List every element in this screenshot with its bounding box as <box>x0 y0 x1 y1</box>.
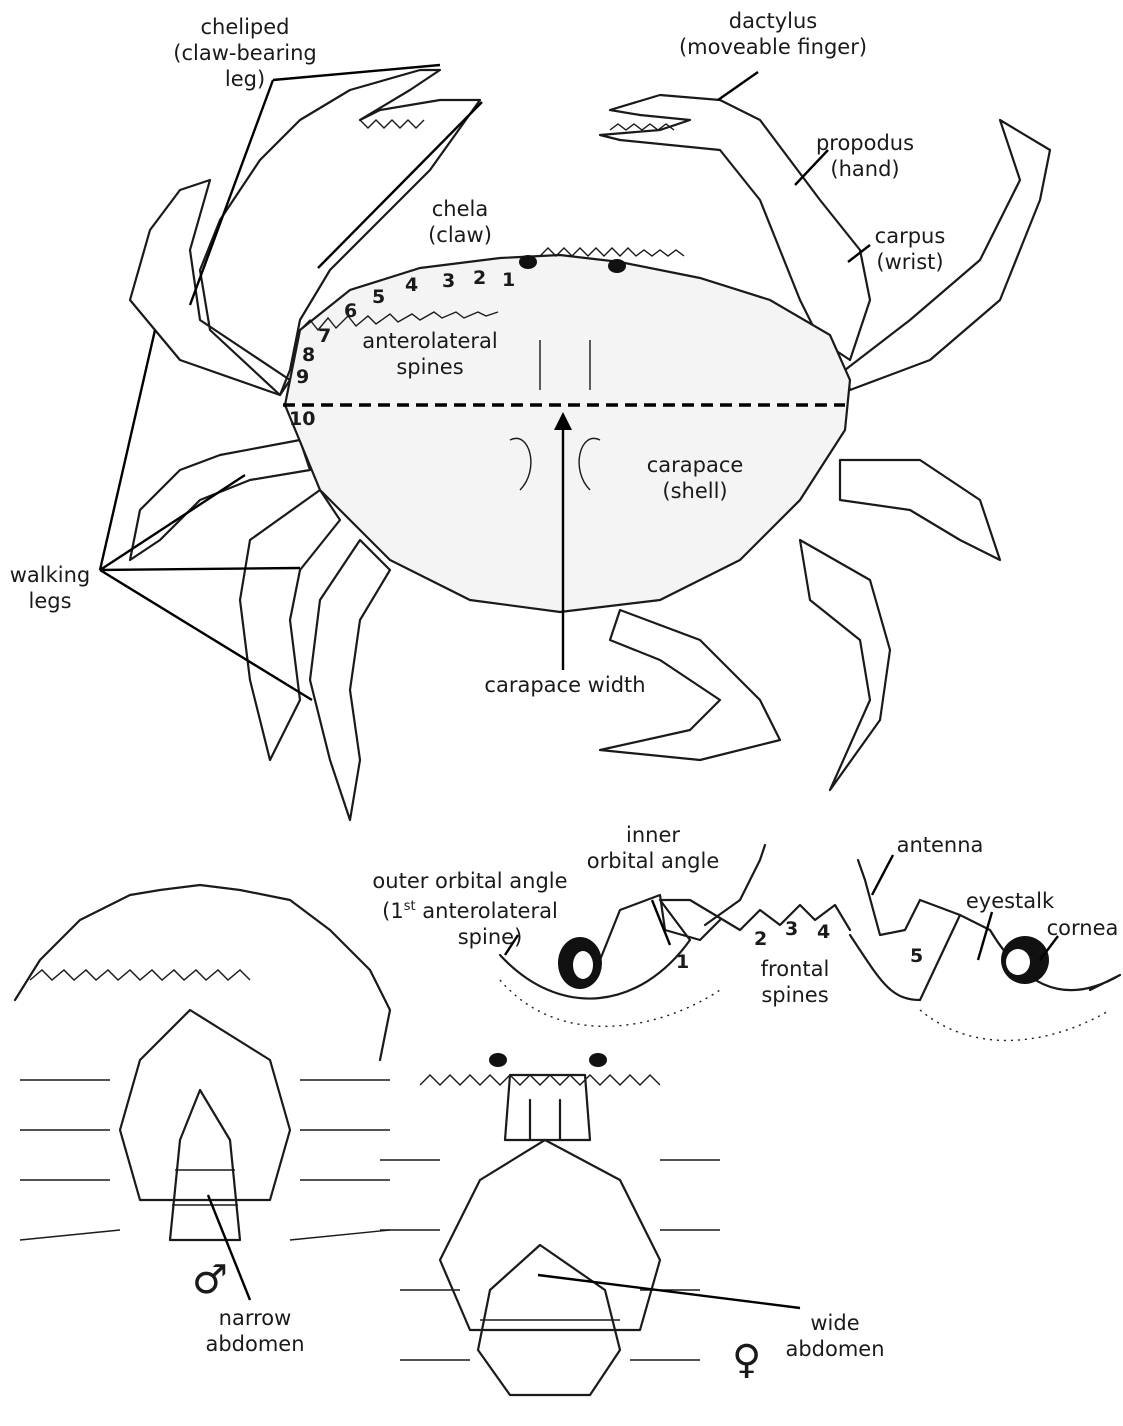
male-carapace-edge <box>15 885 390 1060</box>
inner-orbital-label: inner orbital angle <box>578 822 728 874</box>
anterolateral-number-6: 6 <box>344 301 357 321</box>
male-anterior-teeth <box>30 970 250 980</box>
cheliped-leader <box>190 65 440 305</box>
female-symbol: ♀ <box>732 1340 761 1380</box>
male-legs <box>20 1080 390 1240</box>
right-eye <box>608 259 626 273</box>
cheliped-label: cheliped (claw-bearing leg) <box>160 14 330 92</box>
left-walking-leg-3 <box>310 540 390 820</box>
antenna-label: antenna <box>885 832 995 858</box>
male-narrow-abdomen <box>170 1090 240 1240</box>
carapace-width-label: carapace width <box>470 672 660 698</box>
male-sternum <box>120 1010 290 1200</box>
propodus-label: propodus (hand) <box>800 130 930 182</box>
female-ventral-view <box>380 1053 720 1395</box>
anterolateral-number-7: 7 <box>318 326 331 346</box>
male-ventral-view <box>15 885 390 1240</box>
left-chela-teeth <box>360 120 424 128</box>
dactylus-leader <box>718 72 758 100</box>
left-walking-leg-1 <box>130 440 310 560</box>
female-left-eye <box>489 1053 507 1067</box>
female-right-eye <box>589 1053 607 1067</box>
female-anterior-teeth <box>420 1075 660 1085</box>
left-cornea-highlight <box>573 951 593 979</box>
anterolateral-number-2: 2 <box>473 268 486 288</box>
antenna-leader <box>872 855 893 895</box>
left-inner-orbital <box>600 895 720 960</box>
carapace-outline <box>285 255 850 612</box>
anterolateral-label: anterolateral spines <box>350 328 510 380</box>
anterolateral-number-9: 9 <box>296 367 309 387</box>
crab-dorsal-view <box>130 70 1050 820</box>
anterolateral-number-8: 8 <box>302 345 315 365</box>
frontal-number-3: 3 <box>785 919 798 939</box>
eyestalk-leader <box>978 912 992 960</box>
outer-orbital-label: outer orbital angle (1st anterolateral s… <box>360 868 580 950</box>
wide-abdomen-leader <box>538 1275 800 1308</box>
left-walking-leg-2 <box>240 490 340 760</box>
anterolateral-number-5: 5 <box>372 287 385 307</box>
narrow-abdomen-label: narrow abdomen <box>195 1305 315 1357</box>
frontal-number-1: 1 <box>676 952 689 972</box>
dactylus-label: dactylus (moveable finger) <box>668 8 878 60</box>
right-walking-leg-3 <box>800 540 890 790</box>
frontal-detail <box>500 845 1120 1040</box>
walking-legs-label: walking legs <box>0 562 100 614</box>
female-sternum <box>440 1140 660 1330</box>
wide-abdomen-label: wide abdomen <box>775 1310 895 1362</box>
chela-label: chela (claw) <box>410 196 510 248</box>
frontal-number-5: 5 <box>910 946 923 966</box>
right-cornea-highlight <box>1006 949 1030 975</box>
walking-legs-leader <box>100 330 312 700</box>
female-mouthparts <box>505 1075 590 1140</box>
frontal-number-4: 4 <box>817 922 830 942</box>
left-eye <box>519 255 537 269</box>
carpus-label: carpus (wrist) <box>860 223 960 275</box>
anterolateral-number-4: 4 <box>405 275 418 295</box>
frontal-spines-label: frontal spines <box>740 956 850 1008</box>
left-walking-leg-4 <box>130 180 290 395</box>
anterolateral-number-10: 10 <box>289 409 315 429</box>
male-symbol: ♂ <box>192 1260 228 1300</box>
carapace-label: carapace (shell) <box>630 452 760 504</box>
cornea-label: cornea <box>1040 915 1123 941</box>
anterolateral-number-3: 3 <box>442 271 455 291</box>
right-orbit-outline <box>850 860 960 1000</box>
frontal-number-2: 2 <box>754 929 767 949</box>
right-walking-leg-2 <box>840 460 1000 560</box>
eyestalk-label: eyestalk <box>955 888 1065 914</box>
anterolateral-number-1: 1 <box>502 270 515 290</box>
